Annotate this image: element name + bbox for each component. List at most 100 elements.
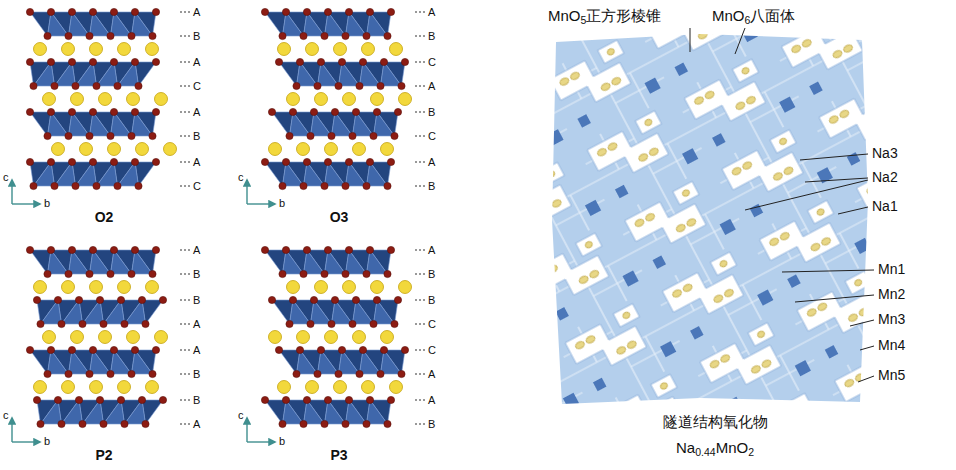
layer-letter: B: [428, 180, 435, 192]
oxygen-atom: [384, 270, 391, 277]
formula-text: Na0.44MnO2: [676, 440, 754, 458]
oxygen-atom: [110, 346, 117, 353]
oxygen-atom: [149, 32, 156, 39]
oxygen-atom: [321, 270, 328, 277]
sodium-atom: [62, 381, 75, 394]
oxygen-atom: [51, 82, 58, 89]
layer-guide: [180, 274, 190, 275]
oxygen-atom: [44, 32, 51, 39]
oxygen-atom: [135, 182, 142, 189]
axis-label: b: [44, 435, 50, 447]
oxygen-atom: [373, 108, 380, 115]
layer-letter: B: [428, 268, 435, 280]
structure-name: P2: [95, 448, 112, 463]
layer-guide: [180, 186, 190, 187]
oxygen-atom: [300, 420, 307, 427]
layer-guide: [415, 250, 425, 251]
sodium-atom: [287, 93, 300, 106]
oxygen-atom: [65, 132, 72, 139]
oxygen-atom: [363, 32, 370, 39]
oxygen-atom: [152, 246, 159, 253]
oxygen-atom: [394, 296, 401, 303]
layer-letter: A: [428, 80, 435, 92]
axis-label: c: [238, 409, 244, 421]
caption-text: 隧道结构氧化物: [663, 414, 768, 431]
oxygen-atom: [338, 346, 345, 353]
leader-line: [795, 295, 874, 302]
sodium-atom: [343, 93, 356, 106]
layer-letter: C: [428, 318, 436, 330]
oxygen-atom: [86, 132, 93, 139]
oxygen-atom: [352, 108, 359, 115]
layer-letter: A: [193, 418, 200, 430]
oxygen-atom: [44, 132, 51, 139]
oxygen-atom: [398, 370, 405, 377]
sodium-atom: [146, 43, 159, 56]
oxygen-atom: [72, 82, 79, 89]
layer-guide: [180, 424, 190, 425]
oxygen-atom: [282, 8, 289, 15]
formula-part: 八面体: [750, 7, 795, 24]
oxygen-atom: [345, 8, 352, 15]
sodium-atom: [306, 43, 319, 56]
layer-guide: [415, 12, 425, 13]
oxygen-atom: [26, 8, 33, 15]
oxygen-atom: [345, 246, 352, 253]
oxygen-atom: [65, 270, 72, 277]
oxygen-atom: [317, 346, 324, 353]
oxygen-atom: [107, 32, 114, 39]
oxygen-atom: [359, 58, 366, 65]
oxygen-atom: [26, 158, 33, 165]
oxygen-atom: [47, 58, 54, 65]
oxygen-atom: [324, 396, 331, 403]
formula-part: 6: [745, 14, 751, 26]
oxygen-atom: [110, 58, 117, 65]
oxygen-atom: [279, 420, 286, 427]
layer-letter: A: [428, 6, 435, 18]
oxygen-atom: [33, 396, 40, 403]
sodium-atom: [90, 381, 103, 394]
leader-line: [745, 180, 868, 210]
oxygen-atom: [268, 108, 275, 115]
layer-letter: B: [428, 418, 435, 430]
layer-guide: [415, 162, 425, 163]
oxygen-atom: [282, 246, 289, 253]
layer-guide: [180, 62, 190, 63]
oxygen-atom: [275, 58, 282, 65]
layer-letter: A: [193, 244, 200, 256]
oxygen-atom: [384, 32, 391, 39]
oxygen-atom: [149, 132, 156, 139]
layer-guide: [415, 186, 425, 187]
oxygen-atom: [261, 396, 268, 403]
layer-letter: A: [193, 106, 200, 118]
oxygen-atom: [391, 132, 398, 139]
formula-part: MnO: [712, 7, 745, 24]
layer-letter: C: [193, 180, 201, 192]
oxygen-atom: [58, 320, 65, 327]
oxygen-atom: [131, 8, 138, 15]
leader-line: [860, 346, 874, 350]
sodium-atom: [371, 281, 384, 294]
layer-letter: C: [428, 344, 436, 356]
layer-letter: B: [428, 294, 435, 306]
oxygen-atom: [159, 296, 166, 303]
oxygen-atom: [68, 246, 75, 253]
oxygen-atom: [380, 58, 387, 65]
leader-line: [800, 154, 868, 160]
oxygen-atom: [314, 82, 321, 89]
oxygen-atom: [33, 296, 40, 303]
oxygen-atom: [152, 108, 159, 115]
sodium-atom: [399, 281, 412, 294]
oxygen-atom: [349, 132, 356, 139]
oxygen-atom: [387, 158, 394, 165]
oxygen-atom: [54, 296, 61, 303]
oxygen-atom: [342, 420, 349, 427]
oxygen-atom: [47, 246, 54, 253]
leader-line: [690, 28, 691, 52]
oxygen-atom: [117, 396, 124, 403]
layer-guide: [180, 86, 190, 87]
oxygen-atom: [93, 182, 100, 189]
oxygen-atom: [303, 8, 310, 15]
oxygen-atom: [30, 182, 37, 189]
sodium-atom: [399, 93, 412, 106]
